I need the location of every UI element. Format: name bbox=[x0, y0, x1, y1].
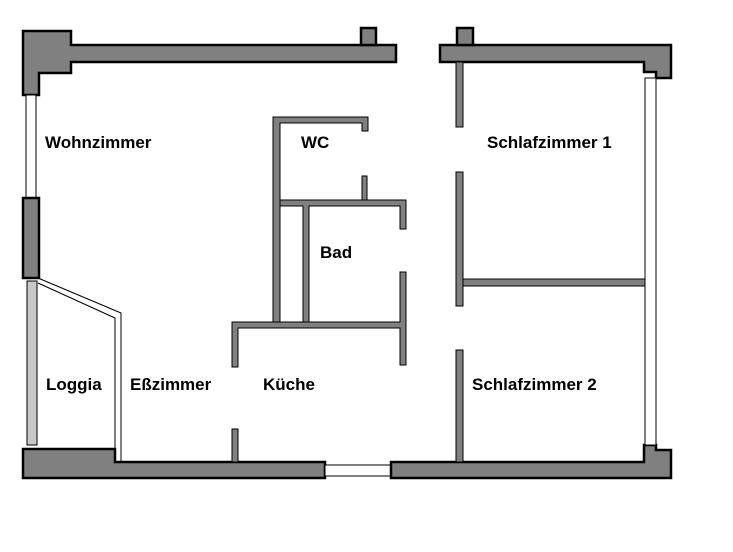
label-bad: Bad bbox=[320, 243, 352, 262]
label-kueche: Küche bbox=[263, 375, 315, 394]
label-wohnzimmer: Wohnzimmer bbox=[45, 133, 152, 152]
wall-schlaf-divider bbox=[462, 278, 646, 287]
label-schlafzimmer-1: Schlafzimmer 1 bbox=[487, 133, 612, 152]
wall-bottom-right bbox=[389, 443, 673, 480]
wall-top-right bbox=[438, 43, 673, 80]
chimney-right bbox=[455, 26, 475, 47]
wall-flur-3 bbox=[455, 349, 464, 463]
wall-left bbox=[21, 196, 41, 280]
wall-bottom-left bbox=[21, 447, 327, 480]
loggia-railing bbox=[26, 280, 38, 446]
wall-wc-stub bbox=[361, 175, 368, 201]
loggia-glass-diagonal bbox=[37, 277, 122, 462]
window-kueche bbox=[324, 464, 392, 477]
window-wohnzimmer bbox=[25, 94, 37, 199]
wall-wc-bad bbox=[279, 199, 407, 323]
label-wc: WC bbox=[301, 133, 329, 152]
wall-flur-1 bbox=[455, 61, 464, 128]
window-schlafzimmer bbox=[644, 77, 657, 446]
label-loggia: Loggia bbox=[46, 375, 102, 394]
wall-flur-2 bbox=[455, 171, 464, 307]
wall-kueche-stub bbox=[231, 428, 239, 463]
wall-top-left-corner bbox=[21, 29, 398, 97]
label-esszimmer: Eßzimmer bbox=[130, 375, 212, 394]
chimney-left bbox=[359, 26, 378, 47]
wall-kueche-top bbox=[231, 271, 407, 368]
label-schlafzimmer-2: Schlafzimmer 2 bbox=[472, 375, 597, 394]
